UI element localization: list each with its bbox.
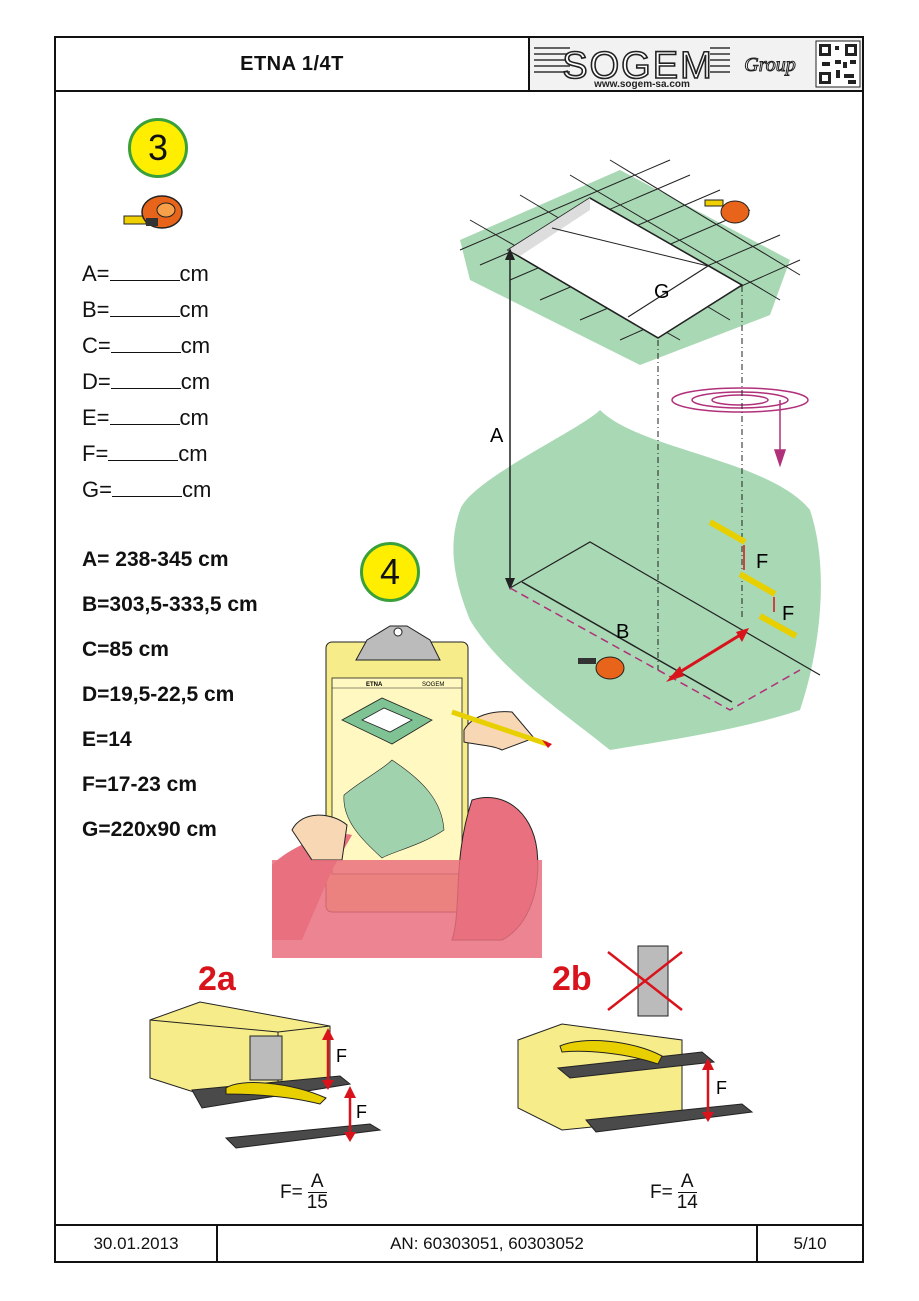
form-unit: cm bbox=[179, 405, 209, 430]
plumb-line-icon bbox=[671, 387, 809, 468]
formula-prefix: F= bbox=[280, 1181, 303, 1203]
label-f-bottom: F bbox=[356, 1102, 367, 1122]
form-label: G= bbox=[82, 477, 112, 502]
label-b: B bbox=[616, 621, 629, 643]
label-f: F bbox=[716, 1078, 727, 1098]
form-unit: cm bbox=[180, 369, 211, 394]
formula-numerator: A bbox=[307, 1172, 327, 1193]
form-row-e: E= cm bbox=[82, 400, 211, 436]
form-label: D= bbox=[82, 369, 111, 394]
clipboard-title: ETNA bbox=[366, 682, 383, 688]
value-g: G=220x90 cm bbox=[82, 818, 217, 841]
footer-page-number: 5/10 bbox=[793, 1233, 827, 1253]
reference-values: A= 238-345 cm B=303,5-333,5 cm C=85 cm D… bbox=[82, 548, 258, 863]
measurement-form: A= cm B= cm C= cm D= cm E= cm F= cm G= cm bbox=[82, 256, 211, 508]
blank-input[interactable] bbox=[109, 296, 180, 317]
footer-article-numbers: AN: 60303051, 60303052 bbox=[218, 1226, 758, 1261]
logo-graphic: SOGEM Group www.sogem-sa.com bbox=[530, 38, 862, 90]
blank-input[interactable] bbox=[110, 368, 181, 389]
formula-denominator: 15 bbox=[306, 1192, 328, 1213]
variant-2a-illustration: F F bbox=[149, 1001, 382, 1149]
blank-input[interactable] bbox=[109, 260, 180, 281]
logo-group-text: Group bbox=[744, 54, 795, 76]
label-f-upper: F bbox=[756, 551, 768, 573]
formula-prefix: F= bbox=[650, 1181, 673, 1203]
step-4-badge: 4 bbox=[360, 542, 420, 602]
logo-url: www.sogem-sa.com bbox=[593, 79, 690, 90]
clipboard-logo: SOGEM bbox=[422, 682, 444, 688]
form-unit: cm bbox=[179, 261, 209, 286]
label-f-top: F bbox=[336, 1046, 347, 1066]
form-unit: cm bbox=[181, 477, 212, 502]
blank-input[interactable] bbox=[108, 440, 179, 461]
form-label: E= bbox=[82, 405, 110, 430]
opening-measurement-diagram: G A B F F bbox=[453, 159, 821, 750]
footer-bar: 30.01.2013 AN: 60303051, 60303052 5/10 bbox=[56, 1224, 862, 1261]
form-unit: cm bbox=[179, 297, 209, 322]
form-row-f: F= cm bbox=[82, 436, 211, 472]
form-label: A= bbox=[82, 261, 110, 286]
form-row-c: C= cm bbox=[82, 328, 211, 364]
value-c: C=85 cm bbox=[82, 638, 169, 661]
form-label: F= bbox=[82, 441, 109, 466]
blank-input[interactable] bbox=[111, 476, 182, 497]
label-a: A bbox=[490, 425, 504, 447]
form-unit: cm bbox=[178, 441, 208, 466]
form-label: C= bbox=[82, 333, 111, 358]
form-row-b: B= cm bbox=[82, 292, 211, 328]
formula-numerator: A bbox=[677, 1172, 697, 1193]
form-row-a: A= cm bbox=[82, 256, 211, 292]
form-unit: cm bbox=[180, 333, 211, 358]
formula-denominator: 14 bbox=[676, 1192, 698, 1213]
blank-input[interactable] bbox=[109, 404, 180, 425]
company-logo: SOGEM Group www.sogem-sa.com bbox=[530, 38, 862, 90]
variant-2a-label: 2a bbox=[198, 960, 236, 998]
value-f: F=17-23 cm bbox=[82, 773, 197, 796]
tape-measure-icon bbox=[123, 195, 183, 229]
value-e: E=14 bbox=[82, 728, 132, 751]
value-b: B=303,5-333,5 cm bbox=[82, 593, 258, 616]
tape-measure-icon bbox=[578, 656, 625, 680]
footer-date: 30.01.2013 bbox=[56, 1226, 218, 1261]
form-row-g: G= cm bbox=[82, 472, 211, 508]
document-title: ETNA 1/4T bbox=[56, 38, 530, 90]
logo-text: SOGEM bbox=[562, 45, 713, 87]
clipboard-illustration: ETNA SOGEM bbox=[272, 625, 552, 958]
variant-2b-illustration: F bbox=[517, 945, 754, 1133]
bracket-plate-icon bbox=[637, 945, 669, 1017]
bracket-plate-icon bbox=[249, 1035, 283, 1081]
page-frame: ETNA 1/4T SOGEM Group www.sogem-sa.com bbox=[54, 36, 864, 1263]
label-g: G bbox=[654, 281, 670, 303]
variant-2b-label: 2b bbox=[552, 960, 592, 998]
value-a: A= 238-345 cm bbox=[82, 548, 229, 571]
form-label: B= bbox=[82, 297, 110, 322]
step-3-badge: 3 bbox=[128, 118, 188, 178]
blank-input[interactable] bbox=[110, 332, 181, 353]
label-f-lower: F bbox=[782, 603, 794, 625]
value-d: D=19,5-22,5 cm bbox=[82, 683, 235, 706]
form-row-d: D= cm bbox=[82, 364, 211, 400]
qr-code-icon bbox=[815, 40, 861, 88]
tape-measure-icon bbox=[704, 199, 750, 224]
header-bar: ETNA 1/4T SOGEM Group www.sogem-sa.com bbox=[56, 38, 862, 92]
